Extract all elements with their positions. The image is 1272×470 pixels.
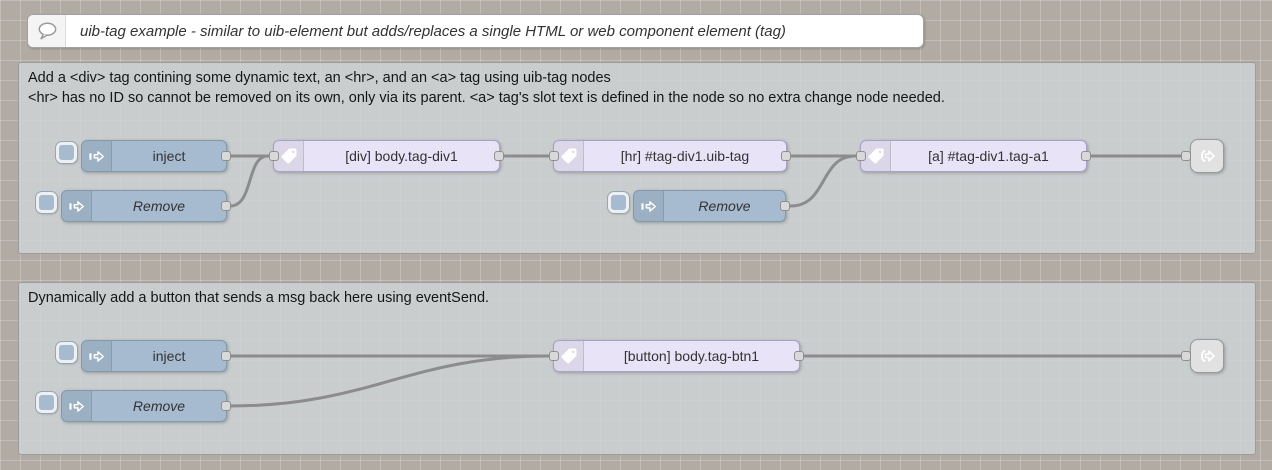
inject-arrow-icon: [69, 400, 84, 412]
wire[interactable]: [228, 354, 550, 408]
node-label: inject: [152, 348, 186, 364]
comment-node[interactable]: uib-tag example - similar to uib-element…: [27, 14, 924, 48]
uib-tag-node-a[interactable]: [a] #tag-div1.tag-a1: [856, 140, 1091, 172]
node-label: Remove: [698, 198, 751, 214]
group-title-line1: Dynamically add a button that sends a ms…: [28, 290, 490, 306]
tag-icon-zone: [554, 341, 584, 371]
group-title-line2: <hr> has no ID so cannot be removed on i…: [28, 90, 945, 106]
inject-button[interactable]: [56, 342, 77, 363]
inject-icon-zone: [62, 191, 92, 221]
link-out-icon: [1201, 149, 1215, 163]
inject-button[interactable]: [608, 192, 629, 213]
node-output-port[interactable]: [221, 201, 231, 211]
inject-node-remove[interactable]: Remove: [61, 390, 231, 422]
node-input-port[interactable]: [549, 351, 559, 361]
link-out-node[interactable]: [1181, 139, 1224, 173]
uib-tag-node-button[interactable]: [button] body.tag-btn1: [549, 340, 804, 372]
node-output-port[interactable]: [221, 401, 231, 411]
node-label: Remove: [132, 398, 186, 414]
inject-arrow-icon: [89, 150, 104, 162]
inject-node[interactable]: inject: [81, 340, 231, 372]
node-input-port[interactable]: [1181, 351, 1191, 361]
inject-node[interactable]: inject: [81, 140, 231, 172]
link-out-node[interactable]: [1181, 339, 1224, 373]
node-output-port[interactable]: [794, 351, 804, 361]
node-label: [hr] #tag-div1.uib-tag: [620, 148, 750, 164]
tag-icon: [561, 348, 576, 364]
inject-icon-zone: [82, 141, 112, 171]
node-label: inject: [152, 148, 186, 164]
inject-node-remove[interactable]: Remove: [633, 190, 790, 222]
node-label: [div] body.tag-div1: [345, 148, 458, 164]
node-label: Remove: [132, 198, 186, 214]
inject-node-remove[interactable]: Remove: [61, 190, 231, 222]
node-input-port[interactable]: [549, 151, 559, 161]
inject-icon-zone: [82, 341, 112, 371]
inject-button[interactable]: [56, 142, 77, 163]
group-title: Dynamically add a button that sends a ms…: [19, 283, 1255, 308]
comment-icon-zone: [28, 15, 66, 47]
node-output-port[interactable]: [221, 351, 231, 361]
inject-icon-zone: [634, 191, 664, 221]
wire[interactable]: [789, 154, 857, 208]
inject-button[interactable]: [36, 392, 57, 413]
node-input-port[interactable]: [856, 151, 866, 161]
tag-icon: [561, 148, 576, 164]
node-input-port[interactable]: [1181, 151, 1191, 161]
inject-arrow-icon: [69, 200, 84, 212]
uib-tag-node-div[interactable]: [div] body.tag-div1: [269, 140, 504, 172]
node-output-port[interactable]: [780, 201, 790, 211]
group-title: Add a <div> tag contining some dynamic t…: [19, 63, 1255, 108]
link-out-icon: [1201, 349, 1215, 363]
uib-tag-node-hr[interactable]: [hr] #tag-div1.uib-tag: [549, 140, 791, 172]
inject-arrow-icon: [89, 350, 104, 362]
node-output-port[interactable]: [221, 151, 231, 161]
inject-arrow-icon: [641, 200, 656, 212]
chat-bubble-icon: [38, 22, 56, 40]
group-title-line1: Add a <div> tag contining some dynamic t…: [28, 70, 611, 86]
node-input-port[interactable]: [269, 151, 279, 161]
tag-icon-zone: [861, 141, 891, 171]
node-output-port[interactable]: [494, 151, 504, 161]
inject-icon-zone: [62, 391, 92, 421]
node-label: [button] body.tag-btn1: [623, 348, 760, 364]
tag-icon-zone: [274, 141, 304, 171]
comment-label: uib-tag example - similar to uib-element…: [80, 22, 786, 40]
node-output-port[interactable]: [1081, 151, 1091, 161]
tag-icon: [281, 148, 296, 164]
node-label: [a] #tag-div1.tag-a1: [928, 148, 1049, 164]
node-output-port[interactable]: [781, 151, 791, 161]
inject-button[interactable]: [36, 192, 57, 213]
wire[interactable]: [228, 154, 270, 208]
tag-icon: [868, 148, 883, 164]
tag-icon-zone: [554, 141, 584, 171]
